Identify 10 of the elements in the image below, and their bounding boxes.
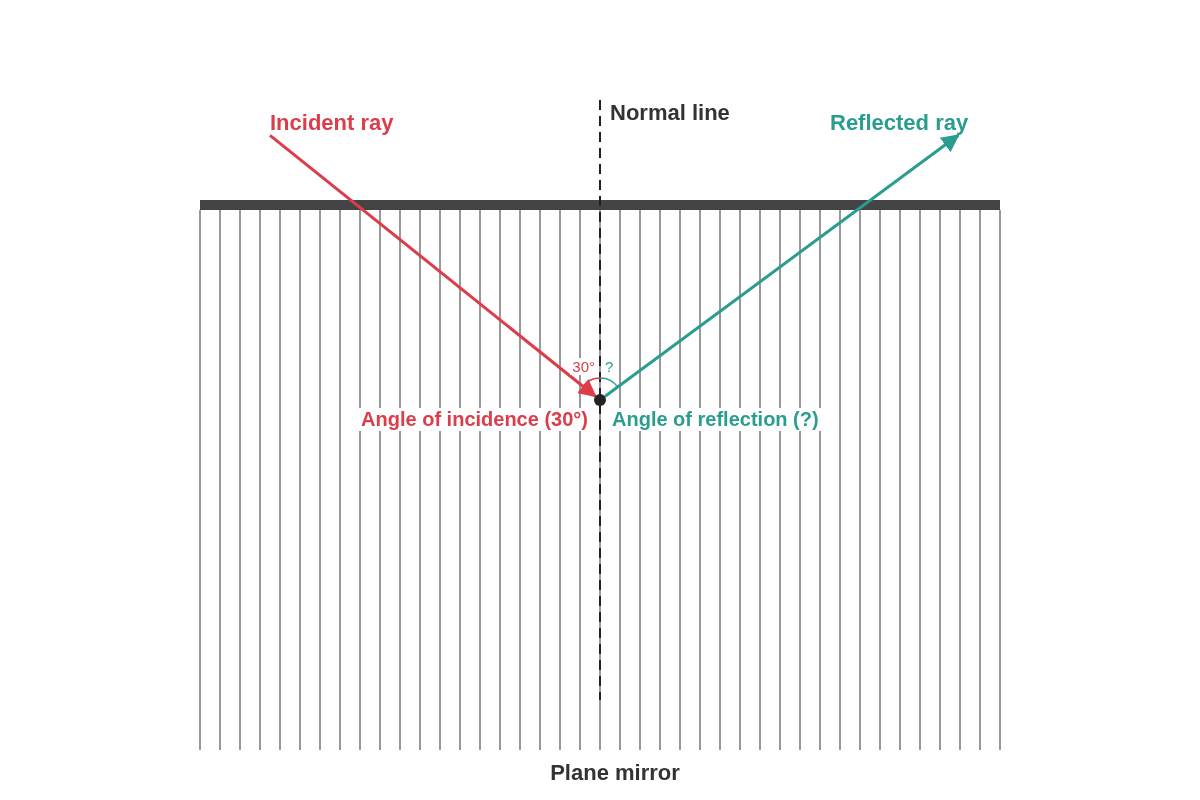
angle-label: Angle of incidence (30°) xyxy=(359,408,590,431)
caption-label: Plane mirror xyxy=(550,760,680,786)
angle-value: 30° xyxy=(570,358,597,376)
light-ray-arrow xyxy=(269,134,597,398)
incidence-point xyxy=(594,394,606,406)
ray-label: Reflected ray xyxy=(830,110,969,136)
light-ray-arrow xyxy=(603,134,960,398)
normal-line-label: Normal line xyxy=(610,100,730,126)
angle-label: Angle of reflection (?) xyxy=(610,408,821,431)
ray-label: Incident ray xyxy=(270,110,394,136)
